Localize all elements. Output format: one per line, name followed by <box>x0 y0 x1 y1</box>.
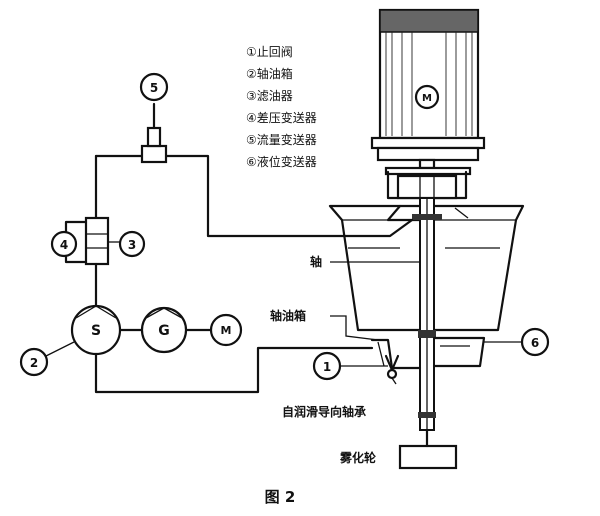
callout-3: 3 <box>108 230 146 258</box>
legend-item-2: ②轴油箱 <box>246 66 293 81</box>
figure-caption: 图 2 <box>265 488 296 506</box>
label-atomizer: 雾化轮 <box>339 450 377 465</box>
coupling-frame <box>386 170 468 200</box>
svg-text:3: 3 <box>128 238 136 252</box>
shaft-oil-box <box>370 336 486 370</box>
main-motor-label: M <box>422 93 432 104</box>
pump-motor: M <box>209 313 243 347</box>
oil-pump: S <box>70 304 122 356</box>
oil-piping <box>64 154 414 394</box>
legend-item-5: ⑤流量变送器 <box>246 132 317 147</box>
legend-item-1: ①止回阀 <box>246 45 293 59</box>
check-valve <box>384 354 400 385</box>
oil-filter <box>84 216 110 266</box>
callout-5: 5 <box>139 72 169 102</box>
pump-motor-label: M <box>221 324 232 337</box>
label-bearing: 自润滑导向轴承 <box>282 404 366 419</box>
label-oil-box: 轴油箱 <box>270 308 306 323</box>
flow-transmitter-element <box>140 102 168 164</box>
main-motor-symbol <box>414 84 440 110</box>
callout-1: 1 <box>312 351 388 381</box>
callout-2: 2 <box>19 341 75 377</box>
pump-label: S <box>91 323 101 339</box>
gear-label: G <box>158 323 170 339</box>
legend-item-4: ④差压变送器 <box>246 110 317 125</box>
atomizer-wheel <box>398 428 458 470</box>
callout-4: 4 <box>50 230 78 258</box>
svg-text:1: 1 <box>323 360 331 374</box>
main-shaft <box>412 197 442 431</box>
legend-item-3: ③滤油器 <box>246 89 293 103</box>
main-motor: M <box>370 8 486 176</box>
gear-box: G <box>140 306 188 354</box>
svg-text:5: 5 <box>150 81 158 95</box>
legend: ①止回阀 ②轴油箱 ③滤油器 ④差压变送器 ⑤流量变送器 ⑥液位变送器 <box>246 45 317 169</box>
callout-6: 6 <box>484 327 550 357</box>
label-shaft: 轴 <box>310 254 322 269</box>
svg-text:4: 4 <box>60 238 68 252</box>
svg-text:2: 2 <box>30 356 38 370</box>
svg-text:6: 6 <box>531 336 539 350</box>
legend-item-6: ⑥液位变送器 <box>246 154 317 169</box>
